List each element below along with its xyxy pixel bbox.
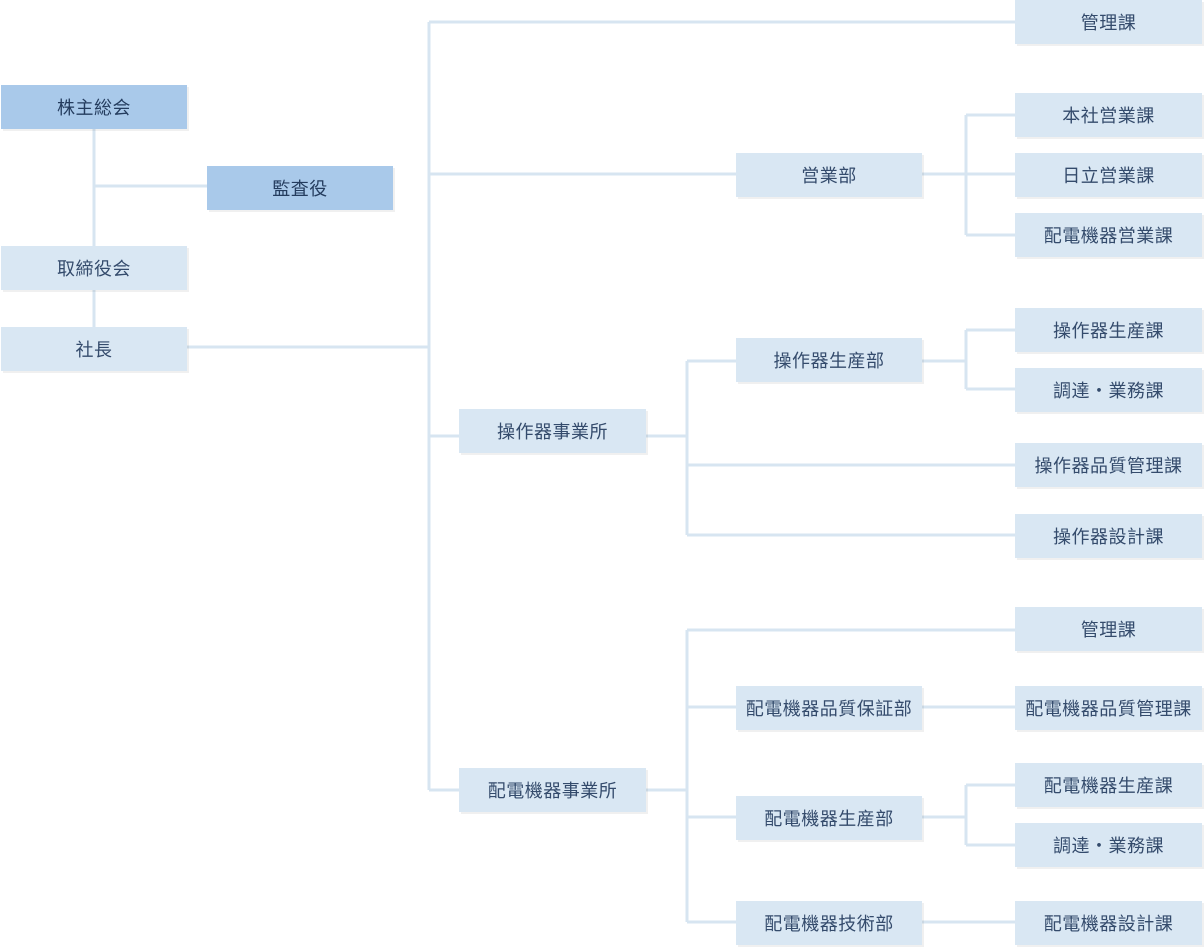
node-ops-quality-section: 操作器品質管理課	[1015, 443, 1202, 487]
node-sales-hitachi-section: 日立営業課	[1015, 153, 1202, 197]
node-switchgear-production-section: 配電機器生産課	[1015, 763, 1202, 807]
node-sales-switchgear-section: 配電機器営業課	[1015, 213, 1202, 257]
node-sales-dept: 営業部	[736, 153, 922, 197]
node-switchgear-qc-section: 配電機器品質管理課	[1015, 686, 1202, 730]
node-ops-production-dept: 操作器生産部	[736, 338, 922, 382]
node-ops-procurement-section: 調達・業務課	[1015, 368, 1202, 412]
node-switchgear-division: 配電機器事業所	[459, 768, 646, 812]
node-switchgear-design-section: 配電機器設計課	[1015, 901, 1202, 945]
node-board-of-directors: 取締役会	[1, 246, 187, 290]
node-switchgear-qa-dept: 配電機器品質保証部	[736, 686, 922, 730]
node-sales-hq-section: 本社営業課	[1015, 93, 1202, 137]
node-switchgear-production-dept: 配電機器生産部	[736, 796, 922, 840]
node-ops-production-section: 操作器生産課	[1015, 308, 1202, 352]
node-switchgear-admin-section: 管理課	[1015, 607, 1202, 651]
node-admin-top: 管理課	[1015, 0, 1202, 44]
node-ops-division: 操作器事業所	[459, 409, 646, 453]
node-auditor: 監査役	[207, 166, 393, 210]
node-president: 社長	[1, 327, 187, 371]
node-shareholders-meeting: 株主総会	[1, 85, 187, 129]
node-switchgear-tech-dept: 配電機器技術部	[736, 901, 922, 945]
node-ops-design-section: 操作器設計課	[1015, 514, 1202, 558]
node-switchgear-procurement-section: 調達・業務課	[1015, 823, 1202, 867]
